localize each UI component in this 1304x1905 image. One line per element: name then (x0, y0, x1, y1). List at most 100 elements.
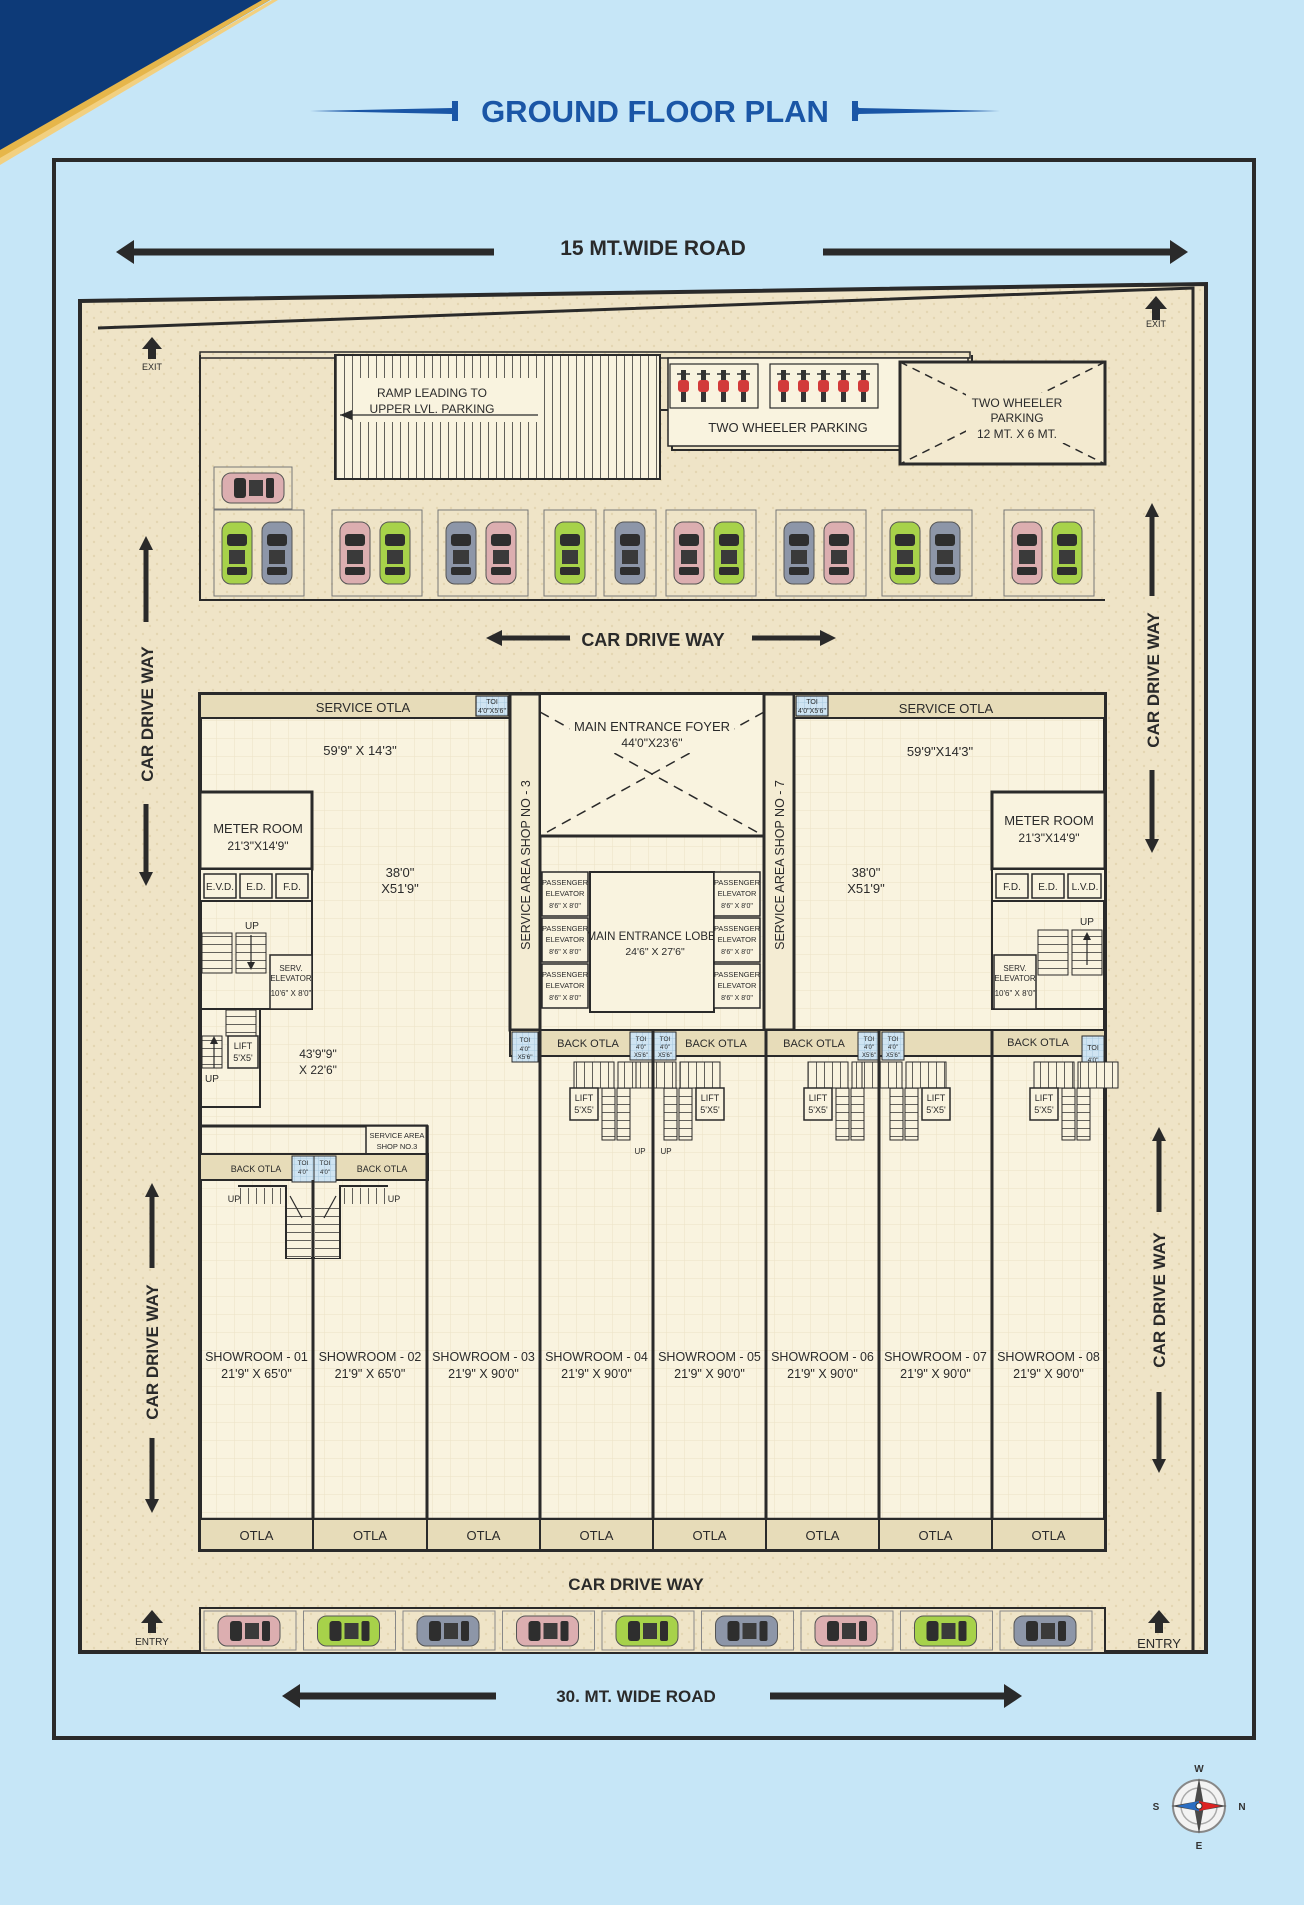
two-wheeler-box-label: 12 MT. X 6 MT. (977, 427, 1057, 441)
showroom-name: SHOWROOM - 04 (545, 1350, 648, 1364)
car-icon (1013, 1615, 1077, 1647)
showroom-name: SHOWROOM - 08 (997, 1350, 1100, 1364)
car-drive-way-label: CAR DRIVE WAY (138, 646, 157, 782)
showroom-name: SHOWROOM - 02 (319, 1350, 422, 1364)
car-icon (914, 1615, 977, 1647)
car-icon (339, 521, 371, 585)
plot-boundary (52, 158, 1256, 1740)
car-icon (615, 1615, 679, 1647)
duct-label: E.D. (1038, 882, 1057, 893)
svg-text:4'0": 4'0" (864, 1045, 874, 1051)
car-drive-way-left-upper: CAR DRIVE WAY (138, 536, 157, 886)
compass-rose: W S N E (1153, 1764, 1246, 1852)
svg-text:LIFT: LIFT (701, 1093, 720, 1103)
svg-text:8'6" X 8'0": 8'6" X 8'0" (549, 949, 581, 956)
building: SERVICE OTLA TOI 4'0"X5'6" 59'9" X 14'3"… (198, 692, 1119, 1552)
showroom-name: SHOWROOM - 03 (432, 1350, 535, 1364)
svg-text:5'X5': 5'X5' (808, 1105, 828, 1115)
toi-label: TOI (298, 1160, 309, 1167)
lift-size: 5'X5' (233, 1053, 253, 1063)
lift (569, 1087, 599, 1121)
exit-label: EXIT (1146, 319, 1167, 329)
bike-icon (737, 370, 750, 402)
car-icon (261, 521, 293, 585)
car-drive-way-label: CAR DRIVE WAY (143, 1284, 162, 1420)
svg-text:4'0": 4'0" (520, 1046, 531, 1053)
meter-room-size: 21'3"X14'9" (1018, 831, 1079, 845)
car-icon (1051, 521, 1083, 585)
otla-label: OTLA (580, 1528, 614, 1543)
back-otla-row (509, 1029, 1106, 1057)
service-elevator-left (269, 954, 313, 1010)
room-size-right-big: X51'9" (847, 881, 885, 896)
meter-room-label: METER ROOM (213, 821, 303, 836)
svg-text:TOI: TOI (520, 1037, 531, 1044)
showroom-size: 21'9" X 90'0" (1013, 1367, 1084, 1381)
toi-label: TOI (806, 699, 818, 706)
up-label: UP (205, 1074, 219, 1085)
lobby-label: MAIN ENTRANCE LOBBY (587, 931, 724, 943)
toi-label: TOI (320, 1160, 331, 1167)
compass-s: S (1153, 1802, 1160, 1813)
svg-text:TOI: TOI (1087, 1045, 1099, 1052)
toi-size: 4'0" (298, 1170, 308, 1176)
bike-icon (717, 370, 730, 402)
showroom-size: 21'9" X 90'0" (674, 1367, 745, 1381)
svg-text:TOI: TOI (636, 1036, 647, 1043)
svg-text:ELEVATOR: ELEVATOR (546, 981, 585, 990)
ramp-label: RAMP LEADING TO (377, 386, 487, 400)
bike-icon (837, 370, 850, 402)
serv-elevator-label: ELEVATOR (270, 974, 312, 983)
meter-room-left (198, 790, 314, 871)
car-drive-way-top: CAR DRIVE WAY (486, 630, 836, 650)
showroom-size: 21'9" X 90'0" (900, 1367, 971, 1381)
service-area-small (365, 1125, 429, 1155)
svg-text:ELEVATOR: ELEVATOR (718, 981, 757, 990)
otla-label: OTLA (693, 1528, 727, 1543)
svg-text:PASSENGER: PASSENGER (542, 970, 589, 979)
serv-elevator-size: 10'6" X 8'0" (271, 989, 312, 998)
svg-text:ELEVATOR: ELEVATOR (546, 935, 585, 944)
car-icon (416, 1615, 480, 1647)
two-wheeler-label: TWO WHEELER PARKING (708, 420, 867, 435)
showroom-name: SHOWROOM - 01 (205, 1350, 308, 1364)
entry-marker-left: ENTRY (135, 1610, 169, 1648)
otla-label: OTLA (467, 1528, 501, 1543)
entry-label: ENTRY (1137, 1636, 1181, 1651)
svg-text:8'6" X 8'0": 8'6" X 8'0" (721, 995, 753, 1002)
svg-text:5'X5': 5'X5' (1034, 1105, 1054, 1115)
showroom-size: 21'9" X 90'0" (561, 1367, 632, 1381)
svg-text:TOI: TOI (660, 1036, 671, 1043)
entry-label: ENTRY (135, 1637, 169, 1648)
top-road: 15 MT.WIDE ROAD (116, 237, 1188, 264)
showroom-size: 21'9" X 65'0" (335, 1367, 406, 1381)
service-otla-left (199, 693, 511, 719)
duct-label: F.D. (283, 882, 301, 893)
bottom-road: 30. MT. WIDE ROAD (282, 1684, 1022, 1708)
lift-label: LIFT (234, 1041, 253, 1051)
svg-text:UP: UP (660, 1147, 671, 1156)
car-drive-way-right-upper: CAR DRIVE WAY (1144, 503, 1163, 853)
car-icon (379, 521, 411, 585)
showroom-name: SHOWROOM - 06 (771, 1350, 874, 1364)
svg-text:4'0": 4'0" (888, 1045, 898, 1051)
svg-text:8'6" X 8'0": 8'6" X 8'0" (721, 903, 753, 910)
lift (1029, 1087, 1059, 1121)
lift (803, 1087, 833, 1121)
bottom-parking-strip (199, 1607, 1106, 1654)
car-icon (485, 521, 517, 585)
svg-text:TOI: TOI (888, 1036, 899, 1043)
svg-text:BACK OTLA: BACK OTLA (685, 1038, 747, 1050)
toi-label: TOI (486, 699, 498, 706)
lobby-size: 24'6" X 27'6" (625, 946, 685, 958)
car-drive-way-label: CAR DRIVE WAY (1150, 1232, 1169, 1368)
svg-text:ELEVATOR: ELEVATOR (546, 889, 585, 898)
lift (921, 1087, 951, 1121)
car-icon (783, 521, 815, 585)
entry-marker-right: ENTRY (1137, 1610, 1181, 1651)
